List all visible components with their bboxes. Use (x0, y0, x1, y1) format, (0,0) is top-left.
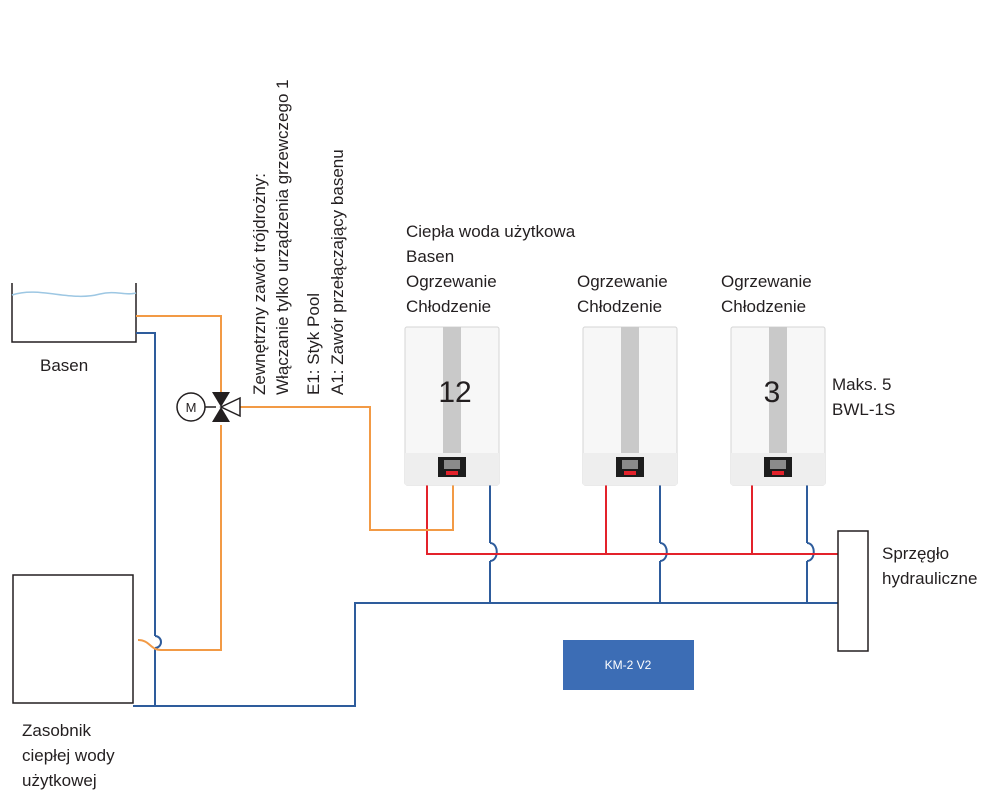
km2-controller-label: KM-2 V2 (605, 658, 652, 672)
unit1-function-4: Chłodzenie (406, 297, 491, 316)
unit2-function-1: Ogrzewanie (577, 272, 668, 291)
heat-pump-unit-1 (404, 326, 500, 486)
unit3-function-1: Ogrzewanie (721, 272, 812, 291)
separator-label-line-1: Sprzęgło (882, 544, 949, 563)
brand-badge-icon (624, 471, 636, 475)
unit1-function-1: Ciepła woda użytkowa (406, 222, 576, 241)
hydraulic-separator: Sprzęgło hydrauliczne (837, 530, 977, 652)
max-units-note-line-1: Maks. 5 (832, 375, 892, 394)
unit1-function-2: Basen (406, 247, 454, 266)
brand-badge-icon (772, 471, 784, 475)
return-pipes (133, 332, 838, 707)
tank-label-line-1: Zasobnik (22, 721, 91, 740)
unit-display-screen (770, 460, 786, 469)
unit-display-screen (444, 460, 460, 469)
three-way-valve: M (176, 392, 241, 422)
brand-badge-icon (446, 471, 458, 475)
valve-motor (176, 392, 206, 422)
valve-motor-label: M (186, 400, 197, 415)
unit1-number: 12 (438, 376, 471, 409)
unit3-function-2: Chłodzenie (721, 297, 806, 316)
unit3-number: 3 (764, 376, 781, 409)
unit1-function-3: Ogrzewanie (406, 272, 497, 291)
valve-description-line-3: E1: Styk Pool (304, 293, 323, 395)
unit-front-stripe (621, 327, 639, 453)
unit-front-stripe (443, 327, 461, 453)
separator-label-line-2: hydrauliczne (882, 569, 977, 588)
km2-controller-box (563, 640, 694, 690)
valve-description-line-1: Zewnętrzny zawór trójdrożny: (250, 173, 269, 395)
heat-pump-unit-2 (582, 326, 678, 486)
km2-controller: KM-2 V2 (563, 640, 694, 690)
valve-description-line-2: Włączanie tylko urządzenia grzewczego 1 (273, 79, 292, 395)
heat-pump-unit-3 (730, 326, 826, 486)
pool-water-surface (11, 291, 137, 298)
flow-pipes (426, 483, 838, 555)
unit2-function-2: Chłodzenie (577, 297, 662, 316)
tank-label-line-3: użytkowej (22, 771, 97, 790)
dhw-tank: Zasobnik ciepłej wody użytkowej (12, 574, 134, 790)
pool: Basen (11, 283, 137, 375)
max-units-note-line-2: BWL-1S (832, 400, 895, 419)
tank-label-line-2: ciepłej wody (22, 746, 115, 765)
unit-display-screen (622, 460, 638, 469)
unit-front-stripe (769, 327, 787, 453)
pool-label: Basen (40, 356, 88, 375)
dhw-pool-pipes (136, 315, 454, 651)
heat-pump-units (404, 326, 826, 486)
valve-description-line-4: A1: Zawór przełączający basenu (328, 149, 347, 395)
